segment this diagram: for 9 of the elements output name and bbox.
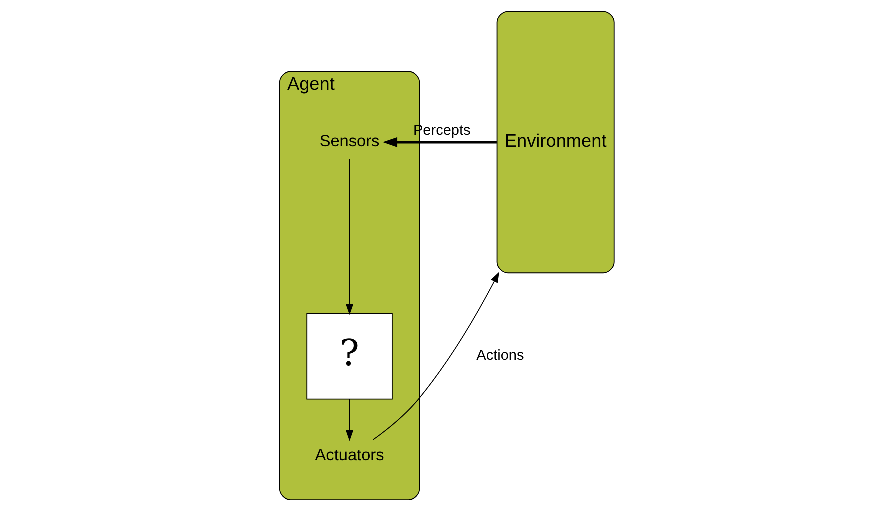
node-text: Actuators xyxy=(315,446,384,464)
arrow xyxy=(372,272,500,440)
arrow xyxy=(382,137,497,148)
arrow xyxy=(346,398,354,442)
node-box: ? xyxy=(306,314,393,400)
arrow xyxy=(346,158,354,316)
node-box: Environment xyxy=(496,11,615,274)
node-text: Sensors xyxy=(320,132,380,150)
edge-label: Actions xyxy=(476,348,524,364)
